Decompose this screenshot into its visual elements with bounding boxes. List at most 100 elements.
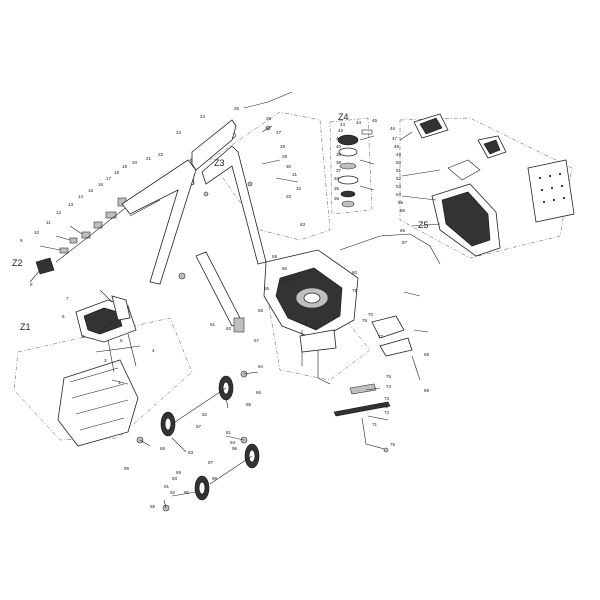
callout-75: 75: [386, 374, 392, 379]
callout-69: 69: [424, 388, 430, 393]
callout-5: 5: [120, 338, 123, 343]
callout-21: 21: [146, 156, 152, 161]
callout-18: 18: [114, 170, 120, 175]
callout-42: 42: [338, 128, 344, 133]
callout-63: 63: [300, 222, 306, 227]
callout-77: 77: [378, 334, 384, 339]
group-label-z3: Z3: [214, 158, 225, 168]
callout-16: 16: [98, 182, 104, 187]
callout-15: 15: [88, 188, 94, 193]
wheels: [136, 370, 260, 512]
grass-bag-assembly: [57, 295, 141, 447]
callout-72: 72: [384, 410, 390, 415]
callout-66: 66: [400, 228, 406, 233]
callout-44: 44: [356, 120, 362, 125]
callout-2: 2: [82, 334, 85, 339]
callout-50: 50: [396, 160, 402, 165]
blade-assembly: [333, 383, 391, 453]
callout-11: 11: [46, 220, 51, 225]
callout-29: 29: [282, 154, 288, 159]
callout-81: 81: [226, 430, 232, 435]
callout-79: 79: [352, 288, 358, 293]
callout-74: 74: [386, 384, 392, 389]
callout-labels: 1 2 3 4 5 6 7 8 9 10 11 12 13 14 15 16 1…: [20, 106, 430, 509]
callout-97: 97: [208, 460, 214, 465]
group-label-z4: Z4: [338, 112, 349, 122]
leader-lines: [29, 125, 441, 509]
group-label-z1: Z1: [20, 322, 31, 332]
callout-6: 6: [62, 314, 65, 319]
callout-3: 3: [104, 358, 107, 363]
callout-10: 10: [34, 230, 40, 235]
callout-17: 17: [106, 176, 112, 181]
callout-52: 52: [396, 176, 402, 181]
callout-32: 32: [296, 186, 302, 191]
callout-19: 19: [122, 164, 128, 169]
callout-57: 57: [254, 338, 260, 343]
callout-53: 53: [396, 184, 402, 189]
callout-26: 26: [266, 116, 272, 121]
callout-28: 28: [280, 144, 286, 149]
handle-frame: [121, 91, 293, 333]
callout-85: 85: [246, 402, 252, 407]
callout-30: 30: [286, 164, 292, 169]
callout-33: 33: [286, 194, 292, 199]
callout-96: 96: [232, 446, 238, 451]
callout-8: 8: [30, 282, 33, 287]
callout-14: 14: [78, 194, 84, 199]
callout-90: 90: [184, 490, 190, 495]
callout-61: 61: [210, 322, 216, 327]
callout-12: 12: [56, 210, 62, 215]
callout-49: 49: [396, 152, 402, 157]
callout-9: 9: [20, 238, 23, 243]
callout-60: 60: [282, 266, 288, 271]
callout-82: 82: [202, 412, 208, 417]
callout-59: 59: [272, 254, 278, 259]
callout-92: 92: [170, 490, 176, 495]
callout-43: 43: [340, 122, 346, 127]
callout-22: 22: [158, 152, 164, 157]
group-labels: Z1 Z2 Z3 Z4 Z5: [12, 112, 429, 332]
callout-7: 7: [66, 296, 69, 301]
callout-13: 13: [68, 202, 74, 207]
callout-35: 35: [334, 186, 340, 191]
callout-91: 91: [164, 484, 170, 489]
callout-37: 37: [336, 168, 342, 173]
callout-4: 4: [152, 348, 155, 353]
callout-94: 94: [230, 440, 236, 445]
callout-36: 36: [334, 196, 340, 201]
callout-89: 89: [176, 470, 182, 475]
callout-1: 1: [118, 380, 121, 385]
callout-68: 68: [424, 352, 430, 357]
callout-88: 88: [160, 446, 166, 451]
callout-20: 20: [132, 160, 138, 165]
callout-56: 56: [400, 208, 406, 213]
callout-64: 64: [284, 278, 290, 283]
group-label-z5: Z5: [418, 220, 429, 230]
callout-51: 51: [396, 168, 402, 173]
callout-48: 48: [394, 144, 400, 149]
callout-41: 41: [336, 136, 342, 141]
cover-and-battery: [413, 113, 575, 257]
callout-34: 34: [334, 176, 340, 181]
callout-78: 78: [362, 318, 368, 323]
callout-98: 98: [212, 476, 218, 481]
callout-23: 23: [176, 130, 182, 135]
callout-71: 71: [372, 422, 378, 427]
motor-stack: [337, 129, 373, 208]
callout-99: 99: [124, 466, 130, 471]
group-label-z2: Z2: [12, 258, 23, 268]
callout-87: 87: [196, 424, 202, 429]
callout-58: 58: [258, 308, 264, 313]
callout-93: 93: [172, 476, 178, 481]
callout-95: 95: [150, 504, 156, 509]
deck-chassis: [263, 233, 441, 385]
callout-70: 70: [368, 312, 374, 317]
callout-76: 76: [390, 442, 396, 447]
callout-55: 55: [398, 200, 404, 205]
callout-65: 65: [264, 286, 270, 291]
callout-62: 62: [226, 326, 232, 331]
callout-84: 84: [258, 364, 264, 369]
callout-25: 25: [234, 106, 240, 111]
